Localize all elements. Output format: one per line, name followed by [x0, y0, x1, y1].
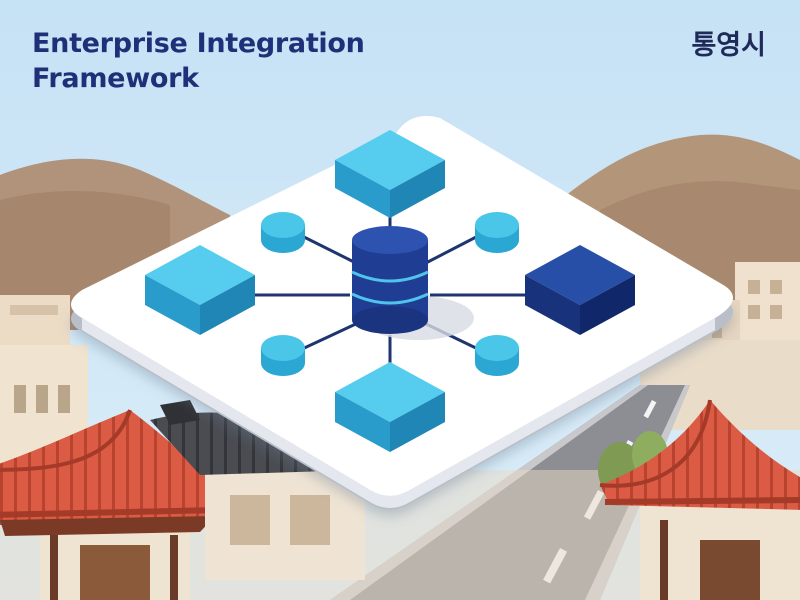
- hanok-roof-icon: [598, 399, 800, 600]
- circle-node-icon: [261, 335, 305, 376]
- title-line-1: Enterprise Integration: [32, 28, 365, 59]
- connector-lines: [250, 200, 535, 375]
- circle-node-icon: [475, 212, 519, 253]
- title-line-2: Framework: [32, 63, 199, 94]
- page-title: Enterprise Integration Framework: [32, 26, 452, 96]
- cube-icon: [145, 245, 255, 335]
- cube-icon: [525, 245, 635, 335]
- circle-node-icon: [261, 212, 305, 253]
- house-icon: [150, 400, 365, 580]
- cube-icon: [335, 130, 445, 218]
- building-icon: [0, 262, 800, 465]
- hanok-roof-icon: [0, 409, 235, 600]
- database-icon: [351, 226, 474, 340]
- cube-icon: [335, 362, 445, 452]
- circle-node-icon: [475, 335, 519, 376]
- location-label: 통영시: [691, 30, 766, 61]
